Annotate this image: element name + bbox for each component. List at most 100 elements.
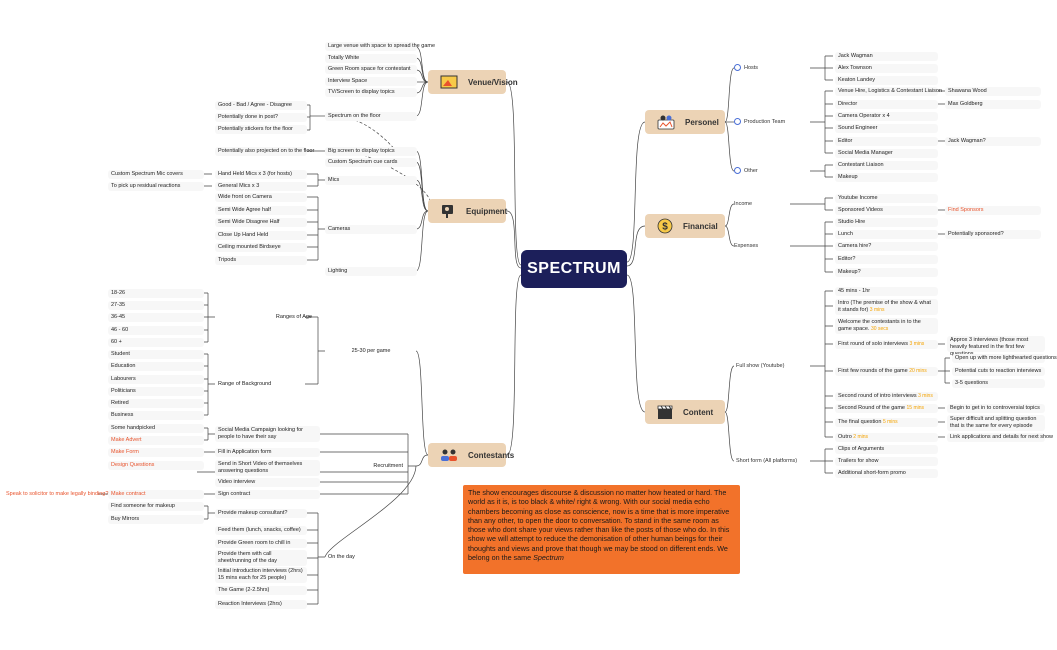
day-item[interactable]: Provide Green room to chill in bbox=[215, 539, 307, 548]
find-sponsors-note[interactable]: Find Sponsors bbox=[945, 206, 1041, 215]
production-item[interactable]: Camera Operator x 4 bbox=[835, 112, 938, 121]
application-form-node[interactable]: Fill in Application form bbox=[215, 448, 320, 457]
financial-node[interactable]: $ Financial bbox=[645, 214, 725, 238]
expense-item[interactable]: Studio Hire bbox=[835, 218, 938, 227]
production-item[interactable]: Editor bbox=[835, 137, 938, 146]
day-item[interactable]: Provide them with call sheet/running of … bbox=[215, 550, 307, 566]
background-item[interactable]: Business bbox=[108, 411, 204, 420]
other-item[interactable]: Makeup bbox=[835, 173, 938, 182]
camera-item[interactable]: Close Up Hand Held bbox=[215, 231, 307, 240]
spectrum-floor-node[interactable]: Spectrum on the floor bbox=[325, 112, 417, 121]
solicitor-note[interactable]: Speak to solicitor to make legally bindi… bbox=[6, 491, 109, 497]
mics-node[interactable]: Mics bbox=[325, 176, 417, 185]
big-screen-node[interactable]: Big screen to display topics bbox=[325, 147, 417, 156]
full-show-item[interactable]: First few rounds of the game 20 mins bbox=[835, 367, 938, 376]
day-item[interactable]: The Game (2-2.5hrs) bbox=[215, 586, 307, 595]
mic-note[interactable]: To pick up residual reactions bbox=[108, 182, 204, 191]
full-show-item[interactable]: The final question 5 mins bbox=[835, 418, 938, 427]
mic-item[interactable]: General Mics x 3 bbox=[215, 182, 307, 191]
other-item[interactable]: Contestant Liaison bbox=[835, 161, 938, 170]
rounds-note[interactable]: Open up with more lighthearted questions bbox=[952, 354, 1057, 363]
venue-item[interactable]: Green Room space for contestant bbox=[325, 65, 417, 74]
background-item[interactable]: Retired bbox=[108, 399, 204, 408]
production-item[interactable]: Social Media Manager bbox=[835, 149, 938, 158]
host-item[interactable]: Keaton Landey bbox=[835, 76, 938, 85]
day-item[interactable]: Initial introduction interviews (2hrs) 1… bbox=[215, 567, 307, 583]
background-item[interactable]: Student bbox=[108, 350, 204, 359]
venue-item[interactable]: TV/Screen to display topics bbox=[325, 88, 417, 97]
day-item[interactable]: Reaction Interviews (2hrs) bbox=[215, 600, 307, 609]
expense-item[interactable]: Camera hire? bbox=[835, 242, 938, 251]
full-show-item[interactable]: 45 mins - 1hr bbox=[835, 287, 938, 296]
venue-item[interactable]: Large venue with space to spread the gam… bbox=[325, 42, 435, 51]
on-the-day-node[interactable]: On the day bbox=[328, 554, 355, 560]
expense-item[interactable]: Editor? bbox=[835, 255, 938, 264]
make-form-note[interactable]: Make Form bbox=[108, 448, 204, 457]
contestants-node[interactable]: Contestants bbox=[428, 443, 514, 467]
production-team-node[interactable]: Production Team bbox=[734, 118, 785, 127]
mic-item[interactable]: Hand Held Mics x 3 (for hosts) bbox=[215, 170, 307, 179]
production-note[interactable]: Shawana Wood bbox=[945, 87, 1041, 96]
age-item[interactable]: 36-45 bbox=[108, 313, 204, 322]
outro-note[interactable]: Link applications and details for next s… bbox=[947, 433, 1053, 442]
full-show-item[interactable]: Second Round of the game 15 mins bbox=[835, 404, 938, 413]
background-item[interactable]: Education bbox=[108, 362, 204, 371]
content-node[interactable]: Content bbox=[645, 400, 725, 424]
income-item[interactable]: Youtube Income bbox=[835, 194, 938, 203]
social-note[interactable]: Some handpicked bbox=[108, 424, 204, 433]
makeup-note[interactable]: Buy Mirrors bbox=[108, 515, 204, 524]
recruitment-node[interactable]: Recruitment bbox=[373, 463, 403, 469]
final-question-note[interactable]: Super difficult and splitting question t… bbox=[947, 415, 1045, 431]
camera-item[interactable]: Semi Wide Agree half bbox=[215, 206, 307, 215]
floor-item[interactable]: Good - Bad / Agree - Disagree bbox=[215, 101, 307, 110]
venue-item[interactable]: Totally White bbox=[325, 54, 417, 63]
short-video-node[interactable]: Send in Short Video of themselves answer… bbox=[215, 460, 320, 476]
short-form-item[interactable]: Additional short-form promo bbox=[835, 469, 938, 478]
sign-contract-node[interactable]: Sign contract bbox=[215, 490, 320, 499]
mic-note[interactable]: Custom Spectrum Mic covers bbox=[108, 170, 204, 179]
background-item[interactable]: Politicians bbox=[108, 387, 204, 396]
expense-item[interactable]: Makeup? bbox=[835, 268, 938, 277]
age-item[interactable]: 60 + bbox=[108, 338, 204, 347]
ages-node[interactable]: Ranges of Age bbox=[275, 314, 312, 320]
per-game-node[interactable]: 25-30 per game bbox=[351, 348, 391, 354]
full-show-node[interactable]: Full show (Youtube) bbox=[736, 363, 785, 369]
social-campaign-node[interactable]: Social Media Campaign looking for people… bbox=[215, 426, 320, 442]
equipment-node[interactable]: Equipment bbox=[428, 199, 507, 223]
other-node[interactable]: Other bbox=[734, 167, 758, 176]
camera-item[interactable]: Wide front on Camera bbox=[215, 193, 307, 202]
hosts-node[interactable]: Hosts bbox=[734, 64, 758, 73]
full-show-item[interactable]: Second round of intro interviews 3 mins bbox=[835, 392, 938, 401]
production-item[interactable]: Director bbox=[835, 100, 938, 109]
video-interview-node[interactable]: Video interview bbox=[215, 478, 320, 487]
camera-item[interactable]: Ceiling mounted Birdseye bbox=[215, 243, 307, 252]
venue-item[interactable]: Interview Space bbox=[325, 77, 417, 86]
lunch-note[interactable]: Potentially sponsored? bbox=[945, 230, 1041, 239]
makeup-consultant-node[interactable]: Provide makeup consultant? bbox=[215, 509, 307, 518]
camera-item[interactable]: Tripods bbox=[215, 256, 307, 265]
rounds-note[interactable]: 3-5 questions bbox=[952, 379, 1045, 388]
make-contract-note[interactable]: Make contract bbox=[108, 490, 204, 499]
short-form-item[interactable]: Clips of Arguments bbox=[835, 445, 938, 454]
income-node[interactable]: Income bbox=[734, 201, 753, 207]
makeup-note[interactable]: Find someone for makeup bbox=[108, 502, 204, 511]
make-advert-note[interactable]: Make Advert bbox=[108, 436, 204, 445]
full-show-item[interactable]: Outro 2 mins bbox=[835, 433, 938, 442]
design-questions-note[interactable]: Design Questions bbox=[108, 461, 204, 470]
age-item[interactable]: 27-35 bbox=[108, 301, 204, 310]
cameras-node[interactable]: Cameras bbox=[325, 225, 417, 234]
solo-interview-note[interactable]: Approx 3 interviews (those most heavily … bbox=[947, 336, 1045, 357]
full-show-item[interactable]: Intro (The premise of the show & what it… bbox=[835, 299, 938, 315]
big-screen-note[interactable]: Potentially also projected on to the flo… bbox=[215, 147, 314, 156]
short-form-node[interactable]: Short form (All platforms) bbox=[736, 458, 798, 464]
production-item[interactable]: Sound Engineer bbox=[835, 124, 938, 133]
floor-item[interactable]: Potentially done in post? bbox=[215, 113, 307, 122]
background-item[interactable]: Labourers bbox=[108, 375, 204, 384]
background-node[interactable]: Range of Background bbox=[218, 381, 272, 387]
day-item[interactable]: Feed them (lunch, snacks, coffee) bbox=[215, 526, 307, 535]
venue-vision-node[interactable]: Venue/Vision bbox=[428, 70, 518, 94]
full-show-item[interactable]: First round of solo interviews 3 mins bbox=[835, 340, 938, 349]
camera-item[interactable]: Semi Wide Disagree Half bbox=[215, 218, 307, 227]
age-item[interactable]: 18-26 bbox=[108, 289, 204, 298]
production-note[interactable]: Max Goldberg bbox=[945, 100, 1041, 109]
